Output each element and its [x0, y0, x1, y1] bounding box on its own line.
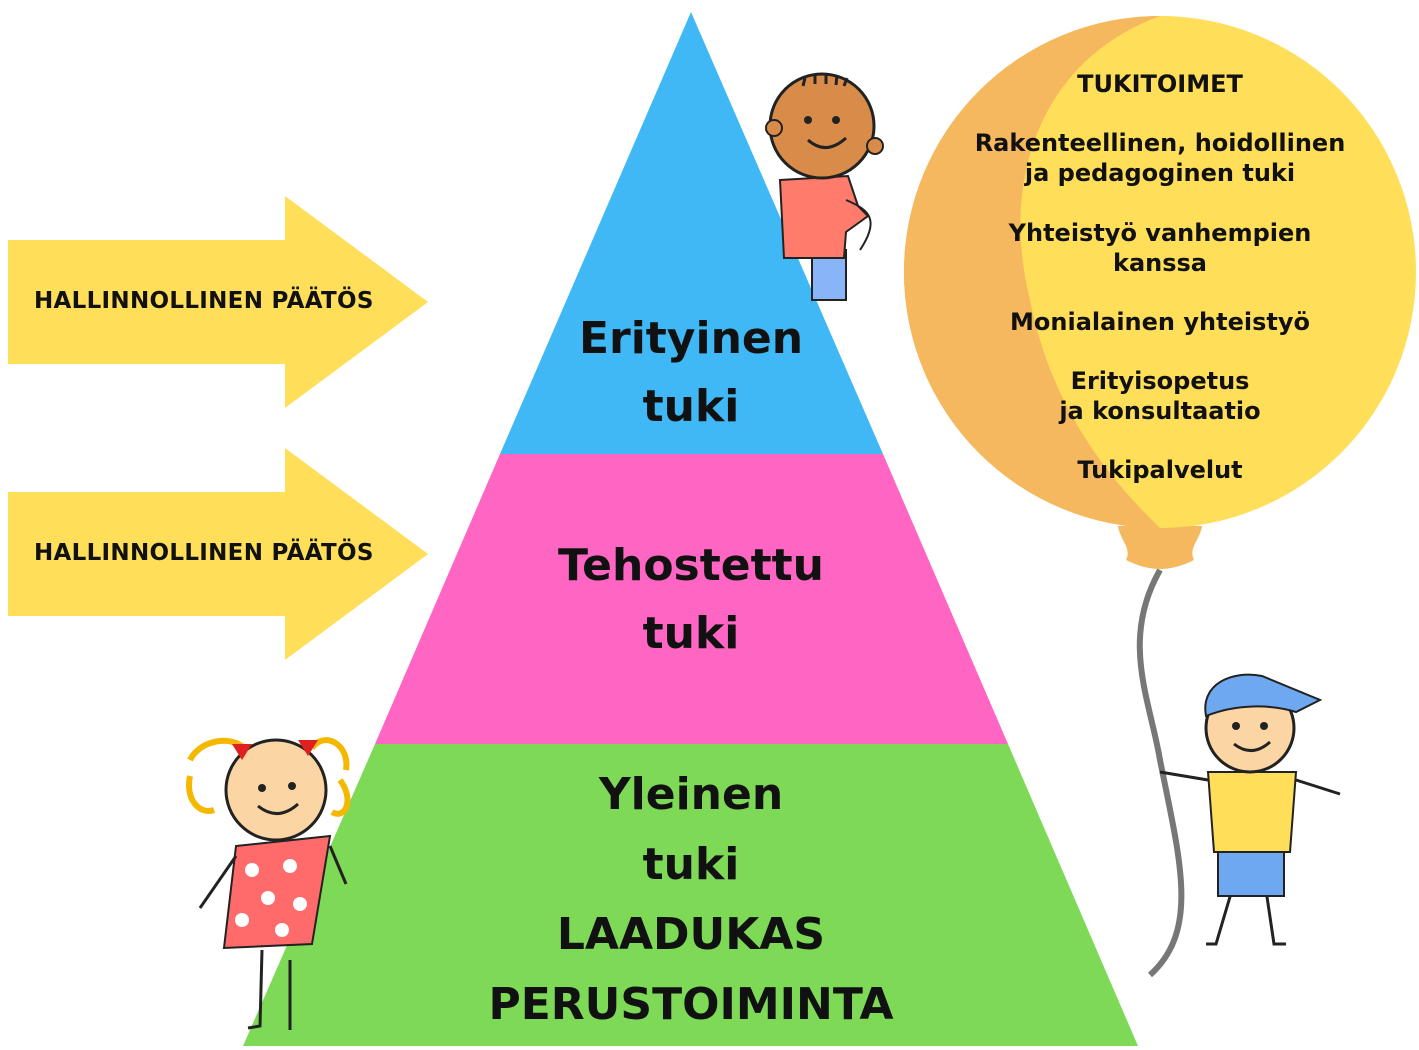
arrow-label-2: HALLINNOLLINEN PÄÄTÖS — [34, 540, 374, 566]
balloon-string — [1136, 568, 1185, 978]
balloon-item-1-line2: ja pedagoginen tuki — [1024, 159, 1296, 187]
balloon-item-1-line1: Rakenteellinen, hoidollinen — [974, 129, 1346, 157]
boy-cap-figure — [1159, 673, 1341, 946]
pyramid-tier-middle — [375, 454, 1008, 744]
pyramid-bottom-line2: tuki — [642, 839, 740, 890]
pyramid-top-line2: tuki — [642, 381, 740, 432]
arrow-shape-1 — [8, 196, 428, 408]
pyramid-middle-line1: Tehostettu — [557, 540, 825, 591]
arrow-shape-2 — [8, 448, 428, 660]
balloon-item-4-line2: ja konsultaatio — [1059, 397, 1261, 425]
boy-top-figure — [765, 72, 884, 301]
pyramid-bottom-line1: Yleinen — [598, 769, 784, 820]
balloon-title: TUKITOIMET — [1077, 70, 1243, 98]
pyramid-tier-bottom — [243, 744, 1138, 1046]
balloon-item-4: Erityisopetus ja konsultaatio — [940, 366, 1380, 426]
girl-figure — [186, 737, 351, 1030]
pyramid-tier-top — [500, 12, 883, 454]
arrow-label-1: HALLINNOLLINEN PÄÄTÖS — [34, 288, 374, 314]
pyramid-bottom-line4: PERUSTOIMINTA — [488, 979, 894, 1030]
balloon-item-5: Tukipalvelut — [940, 455, 1380, 485]
balloon-item-5-line1: Tukipalvelut — [1077, 456, 1243, 484]
pyramid-bottom-label: Yleinen tuki LAADUKAS PERUSTOIMINTA — [441, 760, 941, 1040]
balloon-item-3-line1: Monialainen yhteistyö — [1010, 308, 1310, 336]
balloon-item-3: Monialainen yhteistyö — [940, 307, 1380, 337]
pyramid-top-label: Erityinen tuki — [491, 305, 891, 441]
balloon-item-2: Yhteistyö vanhempien kanssa — [940, 218, 1380, 278]
balloon-item-2-line2: kanssa — [1112, 249, 1207, 277]
pyramid-middle-line2: tuki — [642, 608, 740, 659]
pyramid-bottom-line3: LAADUKAS — [556, 909, 826, 960]
pyramid-top-line1: Erityinen — [578, 313, 804, 364]
balloon-item-1: Rakenteellinen, hoidollinen ja pedagogin… — [940, 128, 1380, 188]
balloon-item-4-line1: Erityisopetus — [1070, 367, 1250, 395]
balloon-item-2-line1: Yhteistyö vanhempien — [1008, 219, 1312, 247]
balloon-knot — [1118, 526, 1202, 569]
balloon — [904, 16, 1416, 978]
pyramid-middle-label: Tehostettu tuki — [491, 532, 891, 668]
